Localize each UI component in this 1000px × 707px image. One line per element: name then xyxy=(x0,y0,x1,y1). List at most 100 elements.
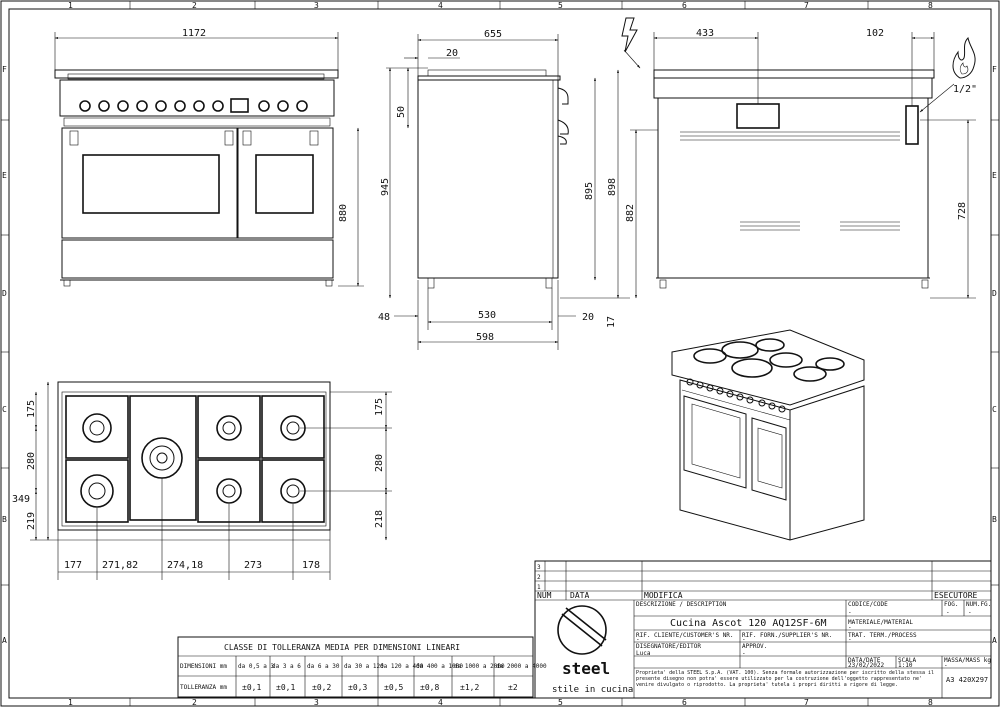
grid-col-3: 3 xyxy=(314,1,319,10)
col-esecutore: ESECUTORE xyxy=(934,591,978,600)
rear-vent-slots xyxy=(680,131,900,231)
dim-rear-17: 17 xyxy=(606,316,617,328)
dim-top-177: 177 xyxy=(64,560,82,571)
grid-col-2: 2 xyxy=(192,1,197,10)
tol-0: ±0,1 xyxy=(242,683,261,692)
grid-col-1-bottom: 1 xyxy=(68,698,73,707)
sheet-format: A3 420X297 xyxy=(946,676,988,684)
grid-col-3-bottom: 3 xyxy=(314,698,319,707)
dim-top-273: 273 xyxy=(244,560,262,571)
tol-7: ±2 xyxy=(508,683,518,692)
grid-row-C: C xyxy=(2,405,7,414)
grid-row-A: A xyxy=(2,636,7,645)
dim-side-530: 530 xyxy=(478,310,496,321)
tolerance-row-dimensions: DIMENSIONI mm xyxy=(180,663,227,670)
electric-hazard-icon xyxy=(621,17,641,69)
foglio-value: - xyxy=(946,609,950,616)
dim-side-945: 945 xyxy=(380,178,391,196)
dim-side-598: 598 xyxy=(476,332,494,343)
grid-row-E: E xyxy=(2,171,7,180)
dim-side-895: 895 xyxy=(584,182,595,200)
date-label: DATA/DATE xyxy=(848,657,881,664)
side-view: 655 20 945 50 895 898 48 530 20 598 xyxy=(378,29,630,350)
treat-label: TRAT. TERM./PROCESS xyxy=(848,632,917,639)
dim-top-274: 274,18 xyxy=(167,560,203,571)
dim-rear-433: 433 xyxy=(696,28,714,39)
dim-top-280-left: 280 xyxy=(26,452,37,470)
col-modifica: MODIFICA xyxy=(644,591,683,600)
grid-col-7-bottom: 7 xyxy=(804,698,809,707)
dim-top-280-right: 280 xyxy=(374,454,385,472)
range-2: da 6 a 30 xyxy=(307,663,340,670)
dim-side-20: 20 xyxy=(582,312,594,323)
grid-row-B-right: B xyxy=(992,515,997,524)
numfg-value: - xyxy=(968,609,972,616)
approved-value: - xyxy=(742,650,746,657)
ref-client-value: - xyxy=(636,636,640,643)
designer-value: Luca xyxy=(636,650,651,657)
approved-label: APPROV. xyxy=(742,643,767,650)
pan-supports xyxy=(65,395,325,523)
dim-side-898: 898 xyxy=(607,178,618,196)
grid-col-8: 8 xyxy=(928,1,933,10)
dim-rear-728: 728 xyxy=(957,202,968,220)
tol-3: ±0,3 xyxy=(348,683,367,692)
grid-col-1: 1 xyxy=(68,1,73,10)
grid-col-6-bottom: 6 xyxy=(682,698,687,707)
isometric-view xyxy=(671,329,865,541)
code-value: - xyxy=(848,609,852,616)
dim-rear-882: 882 xyxy=(625,204,636,222)
dim-front-height: 880 xyxy=(338,204,349,222)
material-value: - xyxy=(848,624,852,631)
material-label: MATERIALE/MATERIAL xyxy=(848,619,913,626)
gas-flame-icon xyxy=(919,36,976,113)
scale-value: 1:10 xyxy=(898,662,913,669)
grid-col-6: 6 xyxy=(682,1,687,10)
ref-supplier-value: - xyxy=(742,636,746,643)
dim-side-depth-top: 655 xyxy=(484,29,502,40)
company-tagline: stile in cucina xyxy=(552,685,633,695)
range-7: da 2000 a 4000 xyxy=(496,663,547,670)
grid-col-8-bottom: 8 xyxy=(928,698,933,707)
tol-1: ±0,1 xyxy=(276,683,295,692)
grid-row-E-right: E xyxy=(992,171,997,180)
tol-4: ±0,5 xyxy=(384,683,403,692)
dim-side-foot-48: 48 xyxy=(378,312,390,323)
range-6: da 1000 a 2000 xyxy=(454,663,505,670)
range-4: da 120 a 400 xyxy=(380,663,424,670)
mass-value: - xyxy=(944,662,948,669)
grid-row-A-right: A xyxy=(992,636,997,645)
company-name: steel xyxy=(562,659,610,678)
code-label: CODICE/CODE xyxy=(848,601,888,608)
legal-notice: Proprieta' della STEEL S.p.A. (VAT. 100)… xyxy=(636,670,935,688)
dim-top-219: 219 xyxy=(26,512,37,530)
range-5: da 400 a 1000 xyxy=(416,663,463,670)
rev-row-1: 1 xyxy=(537,584,541,591)
tol-2: ±0,2 xyxy=(312,683,331,692)
rev-row-2: 2 xyxy=(537,574,541,581)
col-num: NUM xyxy=(537,591,552,600)
range-3: da 30 a 120 xyxy=(344,663,384,670)
grid-col-2-bottom: 2 xyxy=(192,698,197,707)
dim-side-50: 50 xyxy=(396,106,407,118)
rev-row-3: 3 xyxy=(537,564,541,571)
company-logo: steel stile in cucina xyxy=(552,605,633,695)
rear-view: 1/2" 433 102 882 728 17 xyxy=(606,17,977,328)
grid-row-D-right: D xyxy=(992,289,997,298)
grid-row-D: D xyxy=(2,289,7,298)
dim-rear-102: 102 xyxy=(866,28,884,39)
tol-5: ±0,8 xyxy=(420,683,439,692)
dim-top-178: 178 xyxy=(302,560,320,571)
numfg-label: NUM.FG. xyxy=(966,601,991,608)
grid-col-5-bottom: 5 xyxy=(558,698,563,707)
date-value: 23/02/2022 xyxy=(848,662,885,669)
range-0: da 0,5 a 3 xyxy=(238,663,275,670)
grid-col-4-bottom: 4 xyxy=(438,698,443,707)
dim-top-349: 349 xyxy=(12,494,30,505)
grid-col-4: 4 xyxy=(438,1,443,10)
tolerance-table: CLASSE DI TOLLERANZA MEDIA PER DIMENSION… xyxy=(177,636,547,698)
tolerance-title: CLASSE DI TOLLERANZA MEDIA PER DIMENSION… xyxy=(224,643,460,652)
dim-top-175-left: 175 xyxy=(26,400,37,418)
